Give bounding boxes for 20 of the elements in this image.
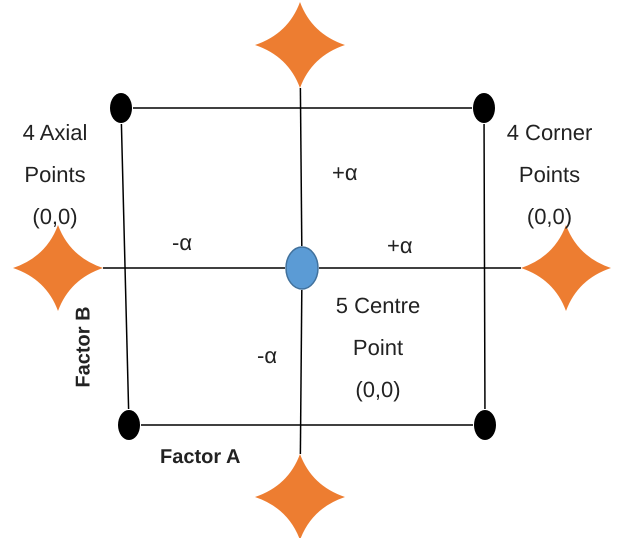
corner-point-marker bbox=[117, 409, 141, 441]
corner-point-marker bbox=[472, 92, 496, 124]
star-point-marker bbox=[255, 454, 345, 538]
corner-point-marker bbox=[109, 92, 133, 124]
connector-line bbox=[300, 290, 303, 454]
star-point-marker bbox=[255, 2, 345, 88]
connector-line bbox=[133, 107, 472, 109]
axis-label: Factor A bbox=[160, 445, 240, 469]
centre-point-label: 5 Centre Point (0,0) bbox=[334, 292, 422, 404]
axis-label: Factor B bbox=[72, 306, 96, 388]
connector-line bbox=[120, 124, 130, 410]
connector-line bbox=[319, 267, 521, 269]
corner-point-marker bbox=[473, 409, 497, 441]
centre-point-marker bbox=[285, 246, 319, 290]
connector-line bbox=[483, 124, 486, 409]
axial-points-label: 4 Axial Points (0,0) bbox=[22, 119, 88, 231]
connector-line bbox=[141, 424, 473, 426]
connector-line bbox=[300, 88, 303, 246]
corner-points-label: 4 Corner Points (0,0) bbox=[506, 119, 594, 231]
connector-line bbox=[103, 267, 285, 269]
